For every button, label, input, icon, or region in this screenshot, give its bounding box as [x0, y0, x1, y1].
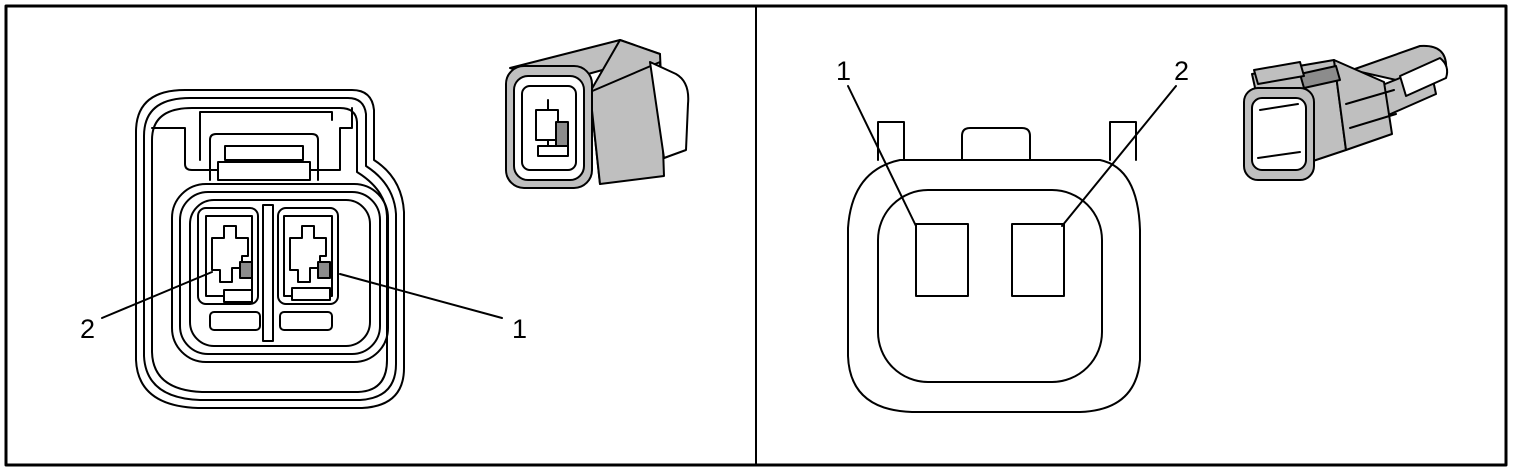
left-panel: 2 1: [80, 39, 690, 409]
latch-post-right: [1109, 121, 1137, 161]
leader-line-1: [339, 273, 503, 319]
leader-line-2-right: [1061, 85, 1177, 227]
callout-label-2-right: 2: [1174, 56, 1189, 86]
cavity-ring-2: [179, 191, 381, 355]
harness-connector-face: [135, 89, 405, 409]
terminal-2-cavity: [197, 207, 261, 331]
callout-label-1-right: 1: [836, 56, 851, 86]
latch-ridge: [209, 133, 319, 181]
connector-body-inner: [877, 189, 1103, 383]
leader-line-1-right: [847, 85, 917, 227]
right-panel: 1 2: [836, 44, 1449, 413]
latch-bar-2: [217, 161, 311, 181]
harness-connector-3d-view: [505, 39, 690, 189]
latch-post-left: [877, 121, 905, 161]
cavity-ring-3: [189, 199, 371, 347]
latch-bar: [224, 145, 304, 161]
terminal-1-cavity: [277, 207, 339, 331]
cavity-divider: [262, 204, 274, 342]
locking-tab-inner: [199, 111, 333, 161]
cavity-ring-1: [171, 183, 389, 363]
callout-label-1: 1: [512, 314, 527, 344]
component-connector-face: [847, 121, 1141, 413]
housing-outline-inner-2: [151, 107, 388, 393]
leader-line-2: [101, 271, 213, 319]
callout-label-2: 2: [80, 314, 95, 344]
component-connector-3d-view: [1243, 44, 1449, 181]
top-key: [961, 127, 1031, 161]
locking-tab: [151, 107, 353, 171]
terminal-1-cavity-face: [915, 223, 969, 297]
housing-outline-inner: [143, 97, 397, 401]
housing-outline-outer: [135, 89, 405, 409]
connector-body-outer: [847, 159, 1141, 413]
terminal-2-cavity-face: [1011, 223, 1065, 297]
